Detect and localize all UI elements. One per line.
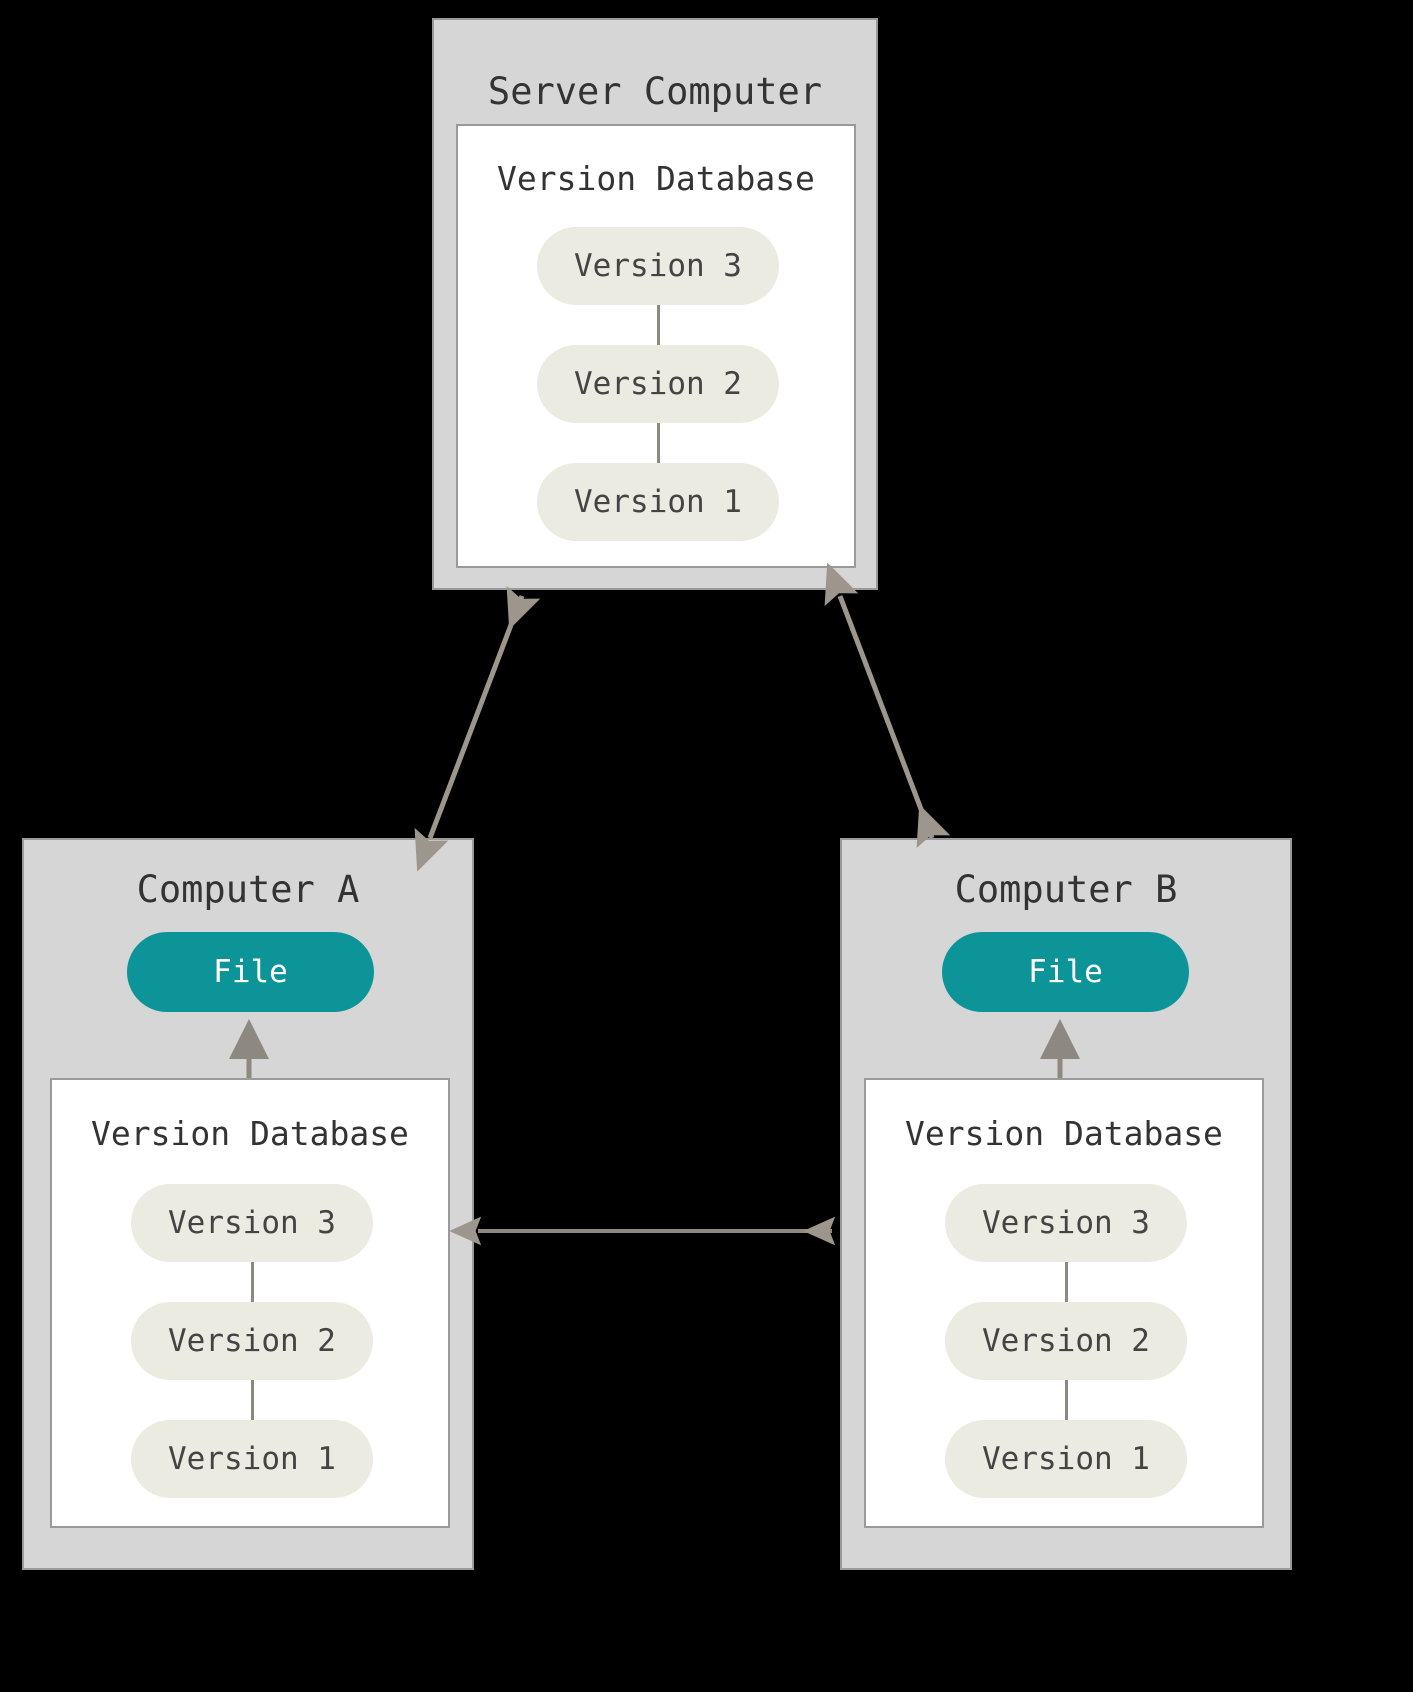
computer-b-file-pill[interactable]: File bbox=[942, 932, 1189, 1012]
computer-b-title: Computer B bbox=[954, 868, 1178, 911]
server-version-1-pill[interactable]: Version 1 bbox=[537, 463, 779, 541]
computer-b-version-database-box: Version Database Version 3 Version 2 Ver… bbox=[864, 1078, 1264, 1528]
computer-a-version-3-label: Version 3 bbox=[168, 1205, 336, 1241]
arrow-server-to-computer-b bbox=[824, 562, 951, 849]
computer-a-version-3-pill[interactable]: Version 3 bbox=[131, 1184, 373, 1262]
server-version-3-label: Version 3 bbox=[574, 248, 742, 284]
computer-b-panel: Computer B File Version Database Version… bbox=[840, 838, 1292, 1570]
computer-b-version-3-label: Version 3 bbox=[982, 1205, 1150, 1241]
computer-b-stem-2-1 bbox=[1065, 1380, 1068, 1420]
server-computer-title: Server Computer bbox=[487, 70, 823, 113]
server-stem-3-2 bbox=[657, 305, 660, 345]
computer-a-title: Computer A bbox=[136, 868, 360, 911]
server-version-2-label: Version 2 bbox=[574, 366, 742, 402]
server-version-2-pill[interactable]: Version 2 bbox=[537, 345, 779, 423]
computer-a-version-database-title: Version Database bbox=[91, 1114, 409, 1153]
computer-a-file-label: File bbox=[213, 954, 288, 990]
computer-a-version-1-pill[interactable]: Version 1 bbox=[131, 1420, 373, 1498]
server-stem-2-1 bbox=[657, 423, 660, 463]
arrow-server-to-computer-a bbox=[414, 585, 541, 872]
computer-b-stem-3-2 bbox=[1065, 1262, 1068, 1302]
computer-a-version-1-label: Version 1 bbox=[168, 1441, 336, 1477]
computer-b-version-1-pill[interactable]: Version 1 bbox=[945, 1420, 1187, 1498]
server-version-3-pill[interactable]: Version 3 bbox=[537, 227, 779, 305]
computer-b-version-2-pill[interactable]: Version 2 bbox=[945, 1302, 1187, 1380]
computer-b-file-label: File bbox=[1028, 954, 1103, 990]
computer-a-version-2-label: Version 2 bbox=[168, 1323, 336, 1359]
computer-a-stem-2-1 bbox=[251, 1380, 254, 1420]
computer-b-version-1-label: Version 1 bbox=[982, 1441, 1150, 1477]
computer-a-panel: Computer A File Version Database Version… bbox=[22, 838, 474, 1570]
computer-a-version-database-box: Version Database Version 3 Version 2 Ver… bbox=[50, 1078, 450, 1528]
computer-a-version-2-pill[interactable]: Version 2 bbox=[131, 1302, 373, 1380]
computer-b-version-database-title: Version Database bbox=[905, 1114, 1223, 1153]
computer-b-version-3-pill[interactable]: Version 3 bbox=[945, 1184, 1187, 1262]
computer-a-stem-3-2 bbox=[251, 1262, 254, 1302]
server-version-1-label: Version 1 bbox=[574, 484, 742, 520]
computer-b-version-2-label: Version 2 bbox=[982, 1323, 1150, 1359]
server-version-database-title: Version Database bbox=[497, 159, 815, 198]
computer-a-file-pill[interactable]: File bbox=[127, 932, 374, 1012]
server-computer-panel: Server Computer Version Database Version… bbox=[432, 18, 878, 590]
server-version-database-box: Version Database Version 3 Version 2 Ver… bbox=[456, 124, 856, 568]
